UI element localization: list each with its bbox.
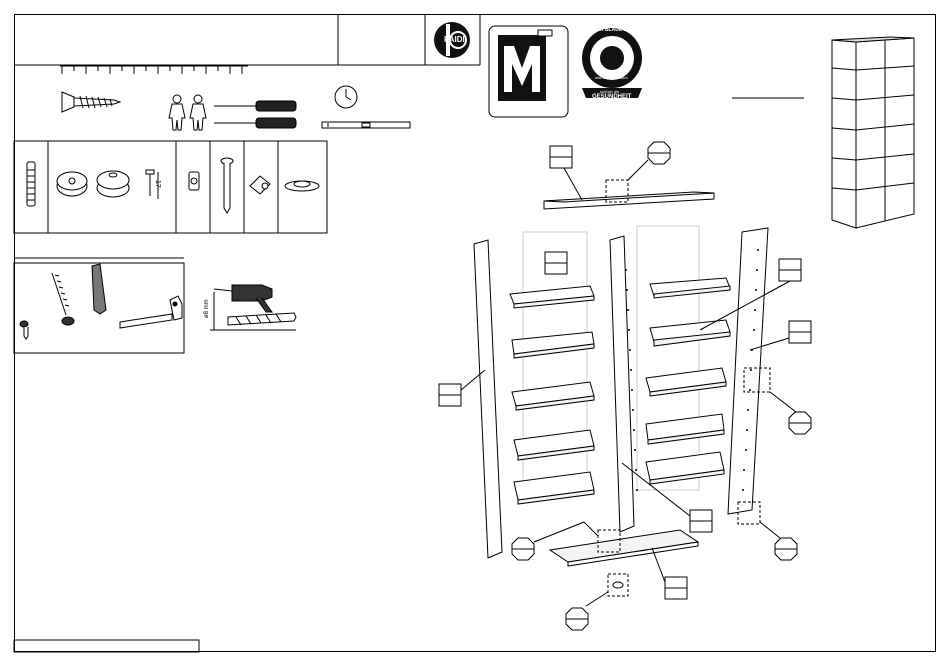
detail-callout-foot <box>566 608 588 630</box>
m-quality-badge <box>489 26 568 117</box>
ecolabel-title: DER BLAUE ENGEL <box>593 26 641 34</box>
shelf-support-icon <box>285 181 319 191</box>
angle-bracket-icon <box>120 296 182 328</box>
wall-plug-icon <box>92 264 106 314</box>
drill-icon <box>214 285 272 312</box>
brand-logo-text: PAIDI <box>444 36 465 44</box>
bracket-icon <box>250 176 270 194</box>
connector-icon <box>189 172 199 190</box>
hardware-parts <box>27 158 319 213</box>
spirit-level-icon <box>322 122 410 128</box>
detail-callout-top <box>648 142 670 164</box>
screw-icon <box>62 92 120 112</box>
cam-bolt-icon <box>221 158 233 213</box>
title-block <box>14 14 480 652</box>
part-box-right-shelf <box>789 321 811 343</box>
cover-cap-icon <box>97 171 129 197</box>
part-box-middle <box>690 510 712 532</box>
side-panel-right <box>728 228 768 514</box>
part-box-bottom <box>665 577 687 599</box>
middle-panel <box>610 236 634 532</box>
dowel-icon <box>27 162 35 206</box>
wall-fixing-parts <box>20 264 182 339</box>
detail-callout-right-bottom <box>775 538 797 560</box>
detail-callout-bottom-left <box>512 538 534 560</box>
cam-lock-icon <box>57 172 87 196</box>
back-panel-right <box>637 226 699 490</box>
ruler-icon <box>60 66 248 74</box>
clock-icon <box>335 86 357 108</box>
ecolabel-bottom-line-2: GESUNDHEIT <box>592 93 631 101</box>
ecolabel-subtitle: weil emissionsarm <box>595 74 628 82</box>
part-box-top <box>550 146 572 168</box>
screw-length-label: 17 <box>153 180 161 188</box>
shelves-right <box>646 278 730 484</box>
part-box-side-right <box>779 259 801 281</box>
long-screw-icon <box>52 273 74 325</box>
short-screw-icon <box>20 321 28 339</box>
part-box-left-side <box>439 384 461 406</box>
part-box-back-left <box>545 252 567 274</box>
drill-diameter-label: ø8 mm <box>203 299 211 318</box>
two-persons-icon <box>169 95 206 130</box>
finished-shelf-icon <box>832 37 914 228</box>
screwdrivers-icon <box>214 101 296 128</box>
exploded-assembly <box>474 180 770 596</box>
side-panel-left <box>474 240 502 558</box>
detail-callout-right-mid <box>789 412 811 434</box>
